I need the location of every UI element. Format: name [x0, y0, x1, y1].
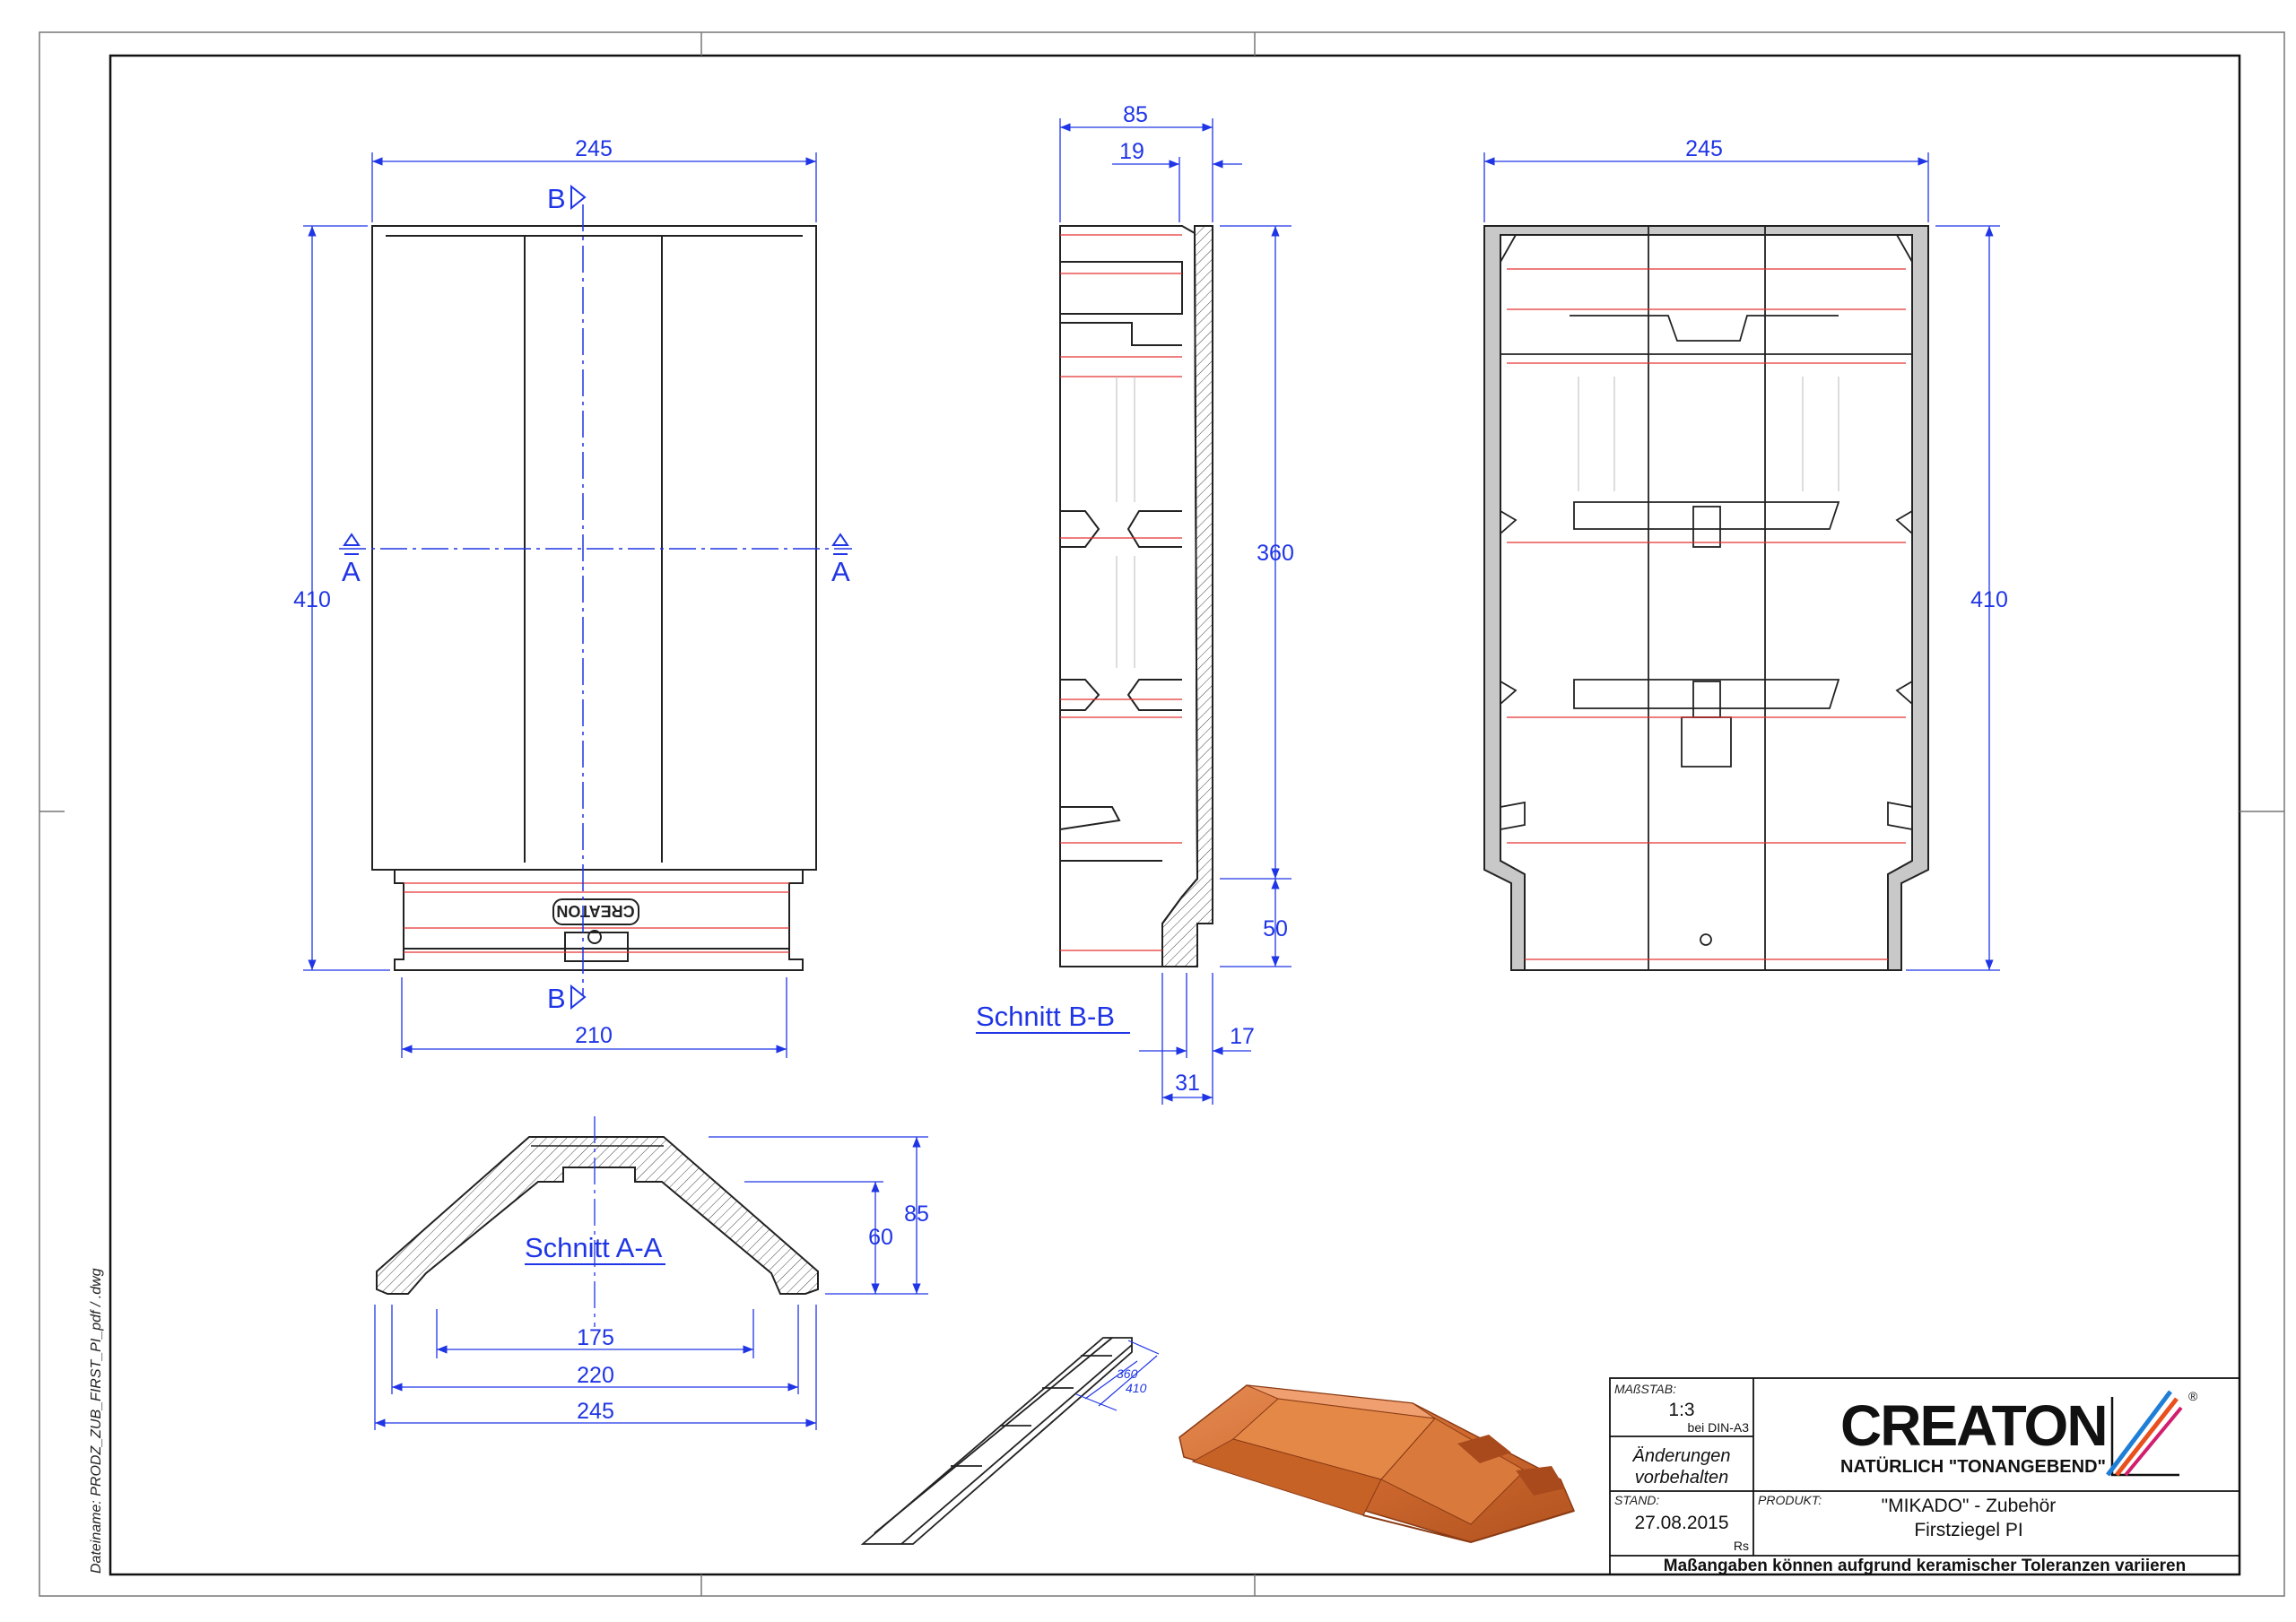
iso-dim-360: 360 — [1117, 1366, 1138, 1381]
product-line1: "MIKADO" - Zubehör — [1882, 1496, 2057, 1516]
bb-dim-85: 85 — [1123, 102, 1148, 127]
creaton-logo: CREATON NATÜRLICH "TONANGEBEND" ® — [1840, 1389, 2198, 1477]
bb-dim-50: 50 — [1263, 916, 1288, 941]
scale-note: bei DIN-A3 — [1688, 1420, 1750, 1435]
aa-dim-175: 175 — [577, 1325, 614, 1350]
product-line2: Firstziegel PI — [1914, 1520, 2022, 1540]
sheet-frame — [39, 31, 2285, 1597]
top-dim-bottom: 210 — [575, 1023, 613, 1048]
under-dim-height: 410 — [1970, 587, 2008, 612]
scale-value: 1:3 — [1668, 1400, 1694, 1420]
top-view: CREATON B B A A 245 410 210 — [293, 136, 852, 1058]
author-initials: Rs — [1734, 1539, 1749, 1553]
bb-dim-31: 31 — [1175, 1071, 1200, 1096]
top-dim-height: 410 — [293, 587, 331, 612]
section-b-marker-bottom: B — [547, 983, 566, 1014]
product-label: PRODUKT: — [1758, 1493, 1822, 1507]
title-block — [1609, 1377, 2240, 1575]
aa-dim-245: 245 — [577, 1399, 614, 1424]
section-aa-view: 85 60 175 220 245 Schnitt A-A — [374, 1116, 929, 1430]
under-dim-width: 245 — [1685, 136, 1723, 161]
underside-view: 245 410 — [1483, 136, 2008, 971]
date-value: 27.08.2015 — [1634, 1513, 1728, 1533]
top-dim-width: 245 — [575, 136, 613, 161]
changes-line1: Änderungen — [1632, 1446, 1731, 1466]
tolerance-footer: Maßangaben können aufgrund keramischer T… — [1664, 1557, 2186, 1575]
section-a-marker-left: A — [342, 556, 361, 587]
bb-dim-19: 19 — [1119, 139, 1144, 164]
section-aa-title: Schnitt A-A — [525, 1232, 663, 1263]
filename-label: Dateiname: PRODZ_ZUB_FIRST_PI_pdf / .dwg — [89, 1268, 104, 1574]
bb-dim-360: 360 — [1257, 541, 1294, 566]
section-b-marker-top: B — [547, 183, 566, 214]
date-label: STAND: — [1614, 1493, 1659, 1507]
product-render-image — [1178, 1384, 1576, 1544]
isometric-ridge-row: 360 410 — [860, 1337, 1160, 1545]
aa-dim-85: 85 — [904, 1201, 929, 1227]
bb-dim-17: 17 — [1230, 1024, 1255, 1049]
brand-wordmark: CREATON — [1840, 1393, 2107, 1458]
brand-slogan: NATÜRLICH "TONANGEBEND" — [1840, 1456, 2106, 1477]
trademark-symbol: ® — [2188, 1389, 2198, 1403]
section-bb-view: 85 19 360 50 17 31 Schnitt B-B — [976, 102, 1294, 1105]
aa-dim-220: 220 — [577, 1363, 614, 1388]
aa-dim-60: 60 — [868, 1225, 893, 1250]
section-a-marker-right: A — [831, 556, 850, 587]
creaton-stamp: CREATON — [556, 902, 634, 920]
changes-line2: vorbehalten — [1635, 1468, 1729, 1488]
scale-label: MAßSTAB: — [1614, 1382, 1676, 1396]
iso-dim-410: 410 — [1126, 1381, 1147, 1395]
section-bb-title: Schnitt B-B — [976, 1001, 1115, 1032]
